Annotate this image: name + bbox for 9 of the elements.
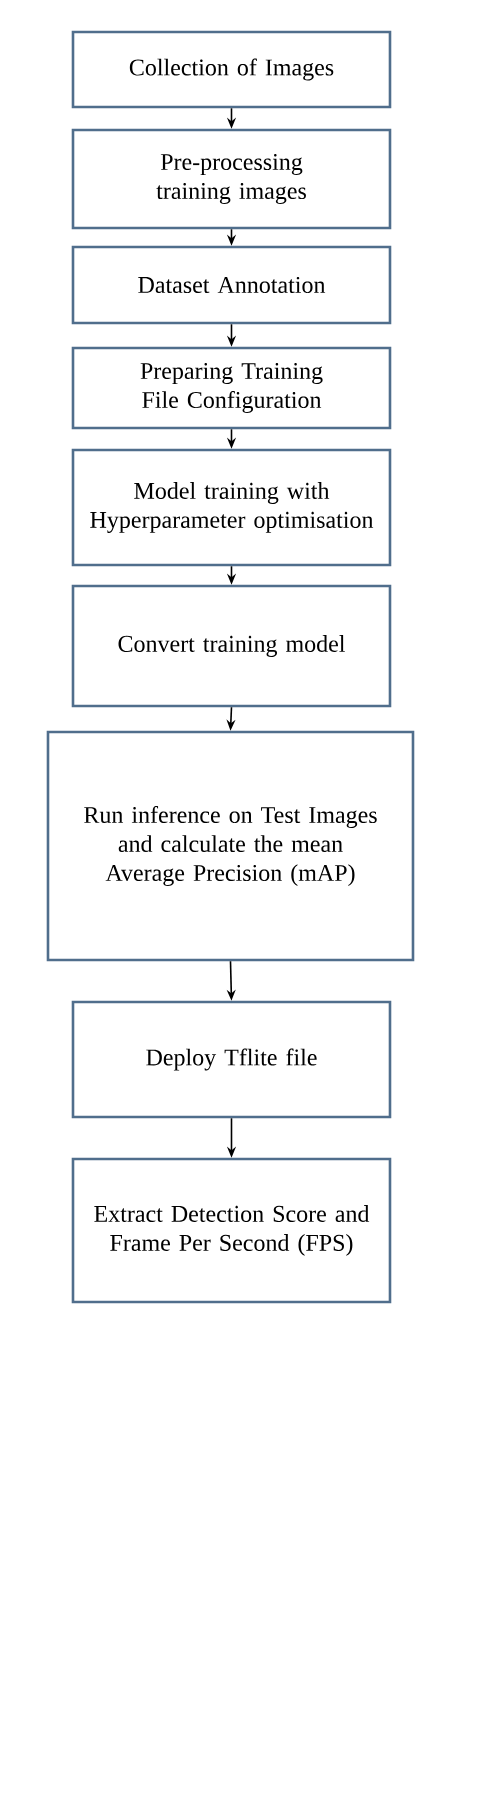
process-box: Collection of Images — [71, 30, 392, 109]
process-box: Model training with Hyperparameter optimisation — [71, 448, 392, 567]
process-box: Dataset Annotation — [71, 245, 392, 325]
process-box: Deploy Tflite file — [71, 1000, 392, 1119]
process-box: Preparing Training File Configuration — [71, 346, 392, 430]
process-box: Extract Detection Score and Frame Per Second (FPS) — [71, 1157, 392, 1304]
process-box: Convert training model — [71, 584, 392, 708]
process-box: Pre-processing training images — [71, 128, 392, 230]
process-box: Run inference on Test Images and calculate the mean Average Precision (mAP) — [46, 730, 415, 962]
